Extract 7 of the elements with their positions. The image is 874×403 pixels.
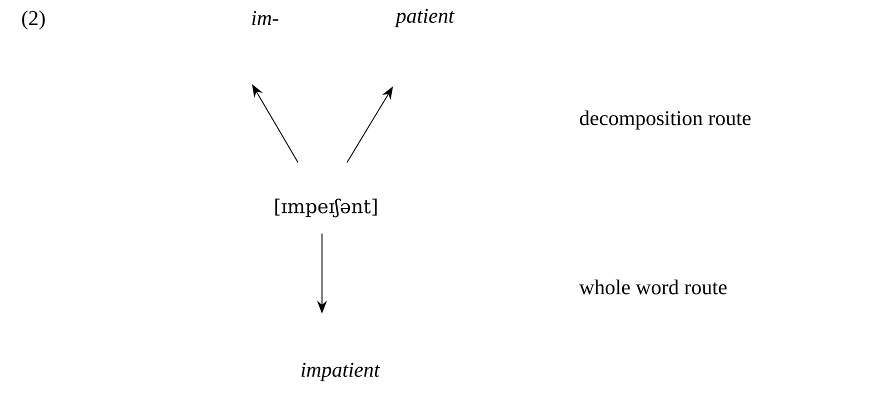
word-label: impatient	[302, 362, 380, 382]
route-label: decomposition route	[580, 110, 751, 130]
word-label: patient	[394, 8, 455, 28]
route-label: whole word route	[579, 280, 727, 294]
transcription-label: [ɪmpeɪʃənt]	[275, 198, 377, 218]
word-label: im-	[252, 11, 278, 25]
example-number: (2)	[22, 10, 45, 30]
